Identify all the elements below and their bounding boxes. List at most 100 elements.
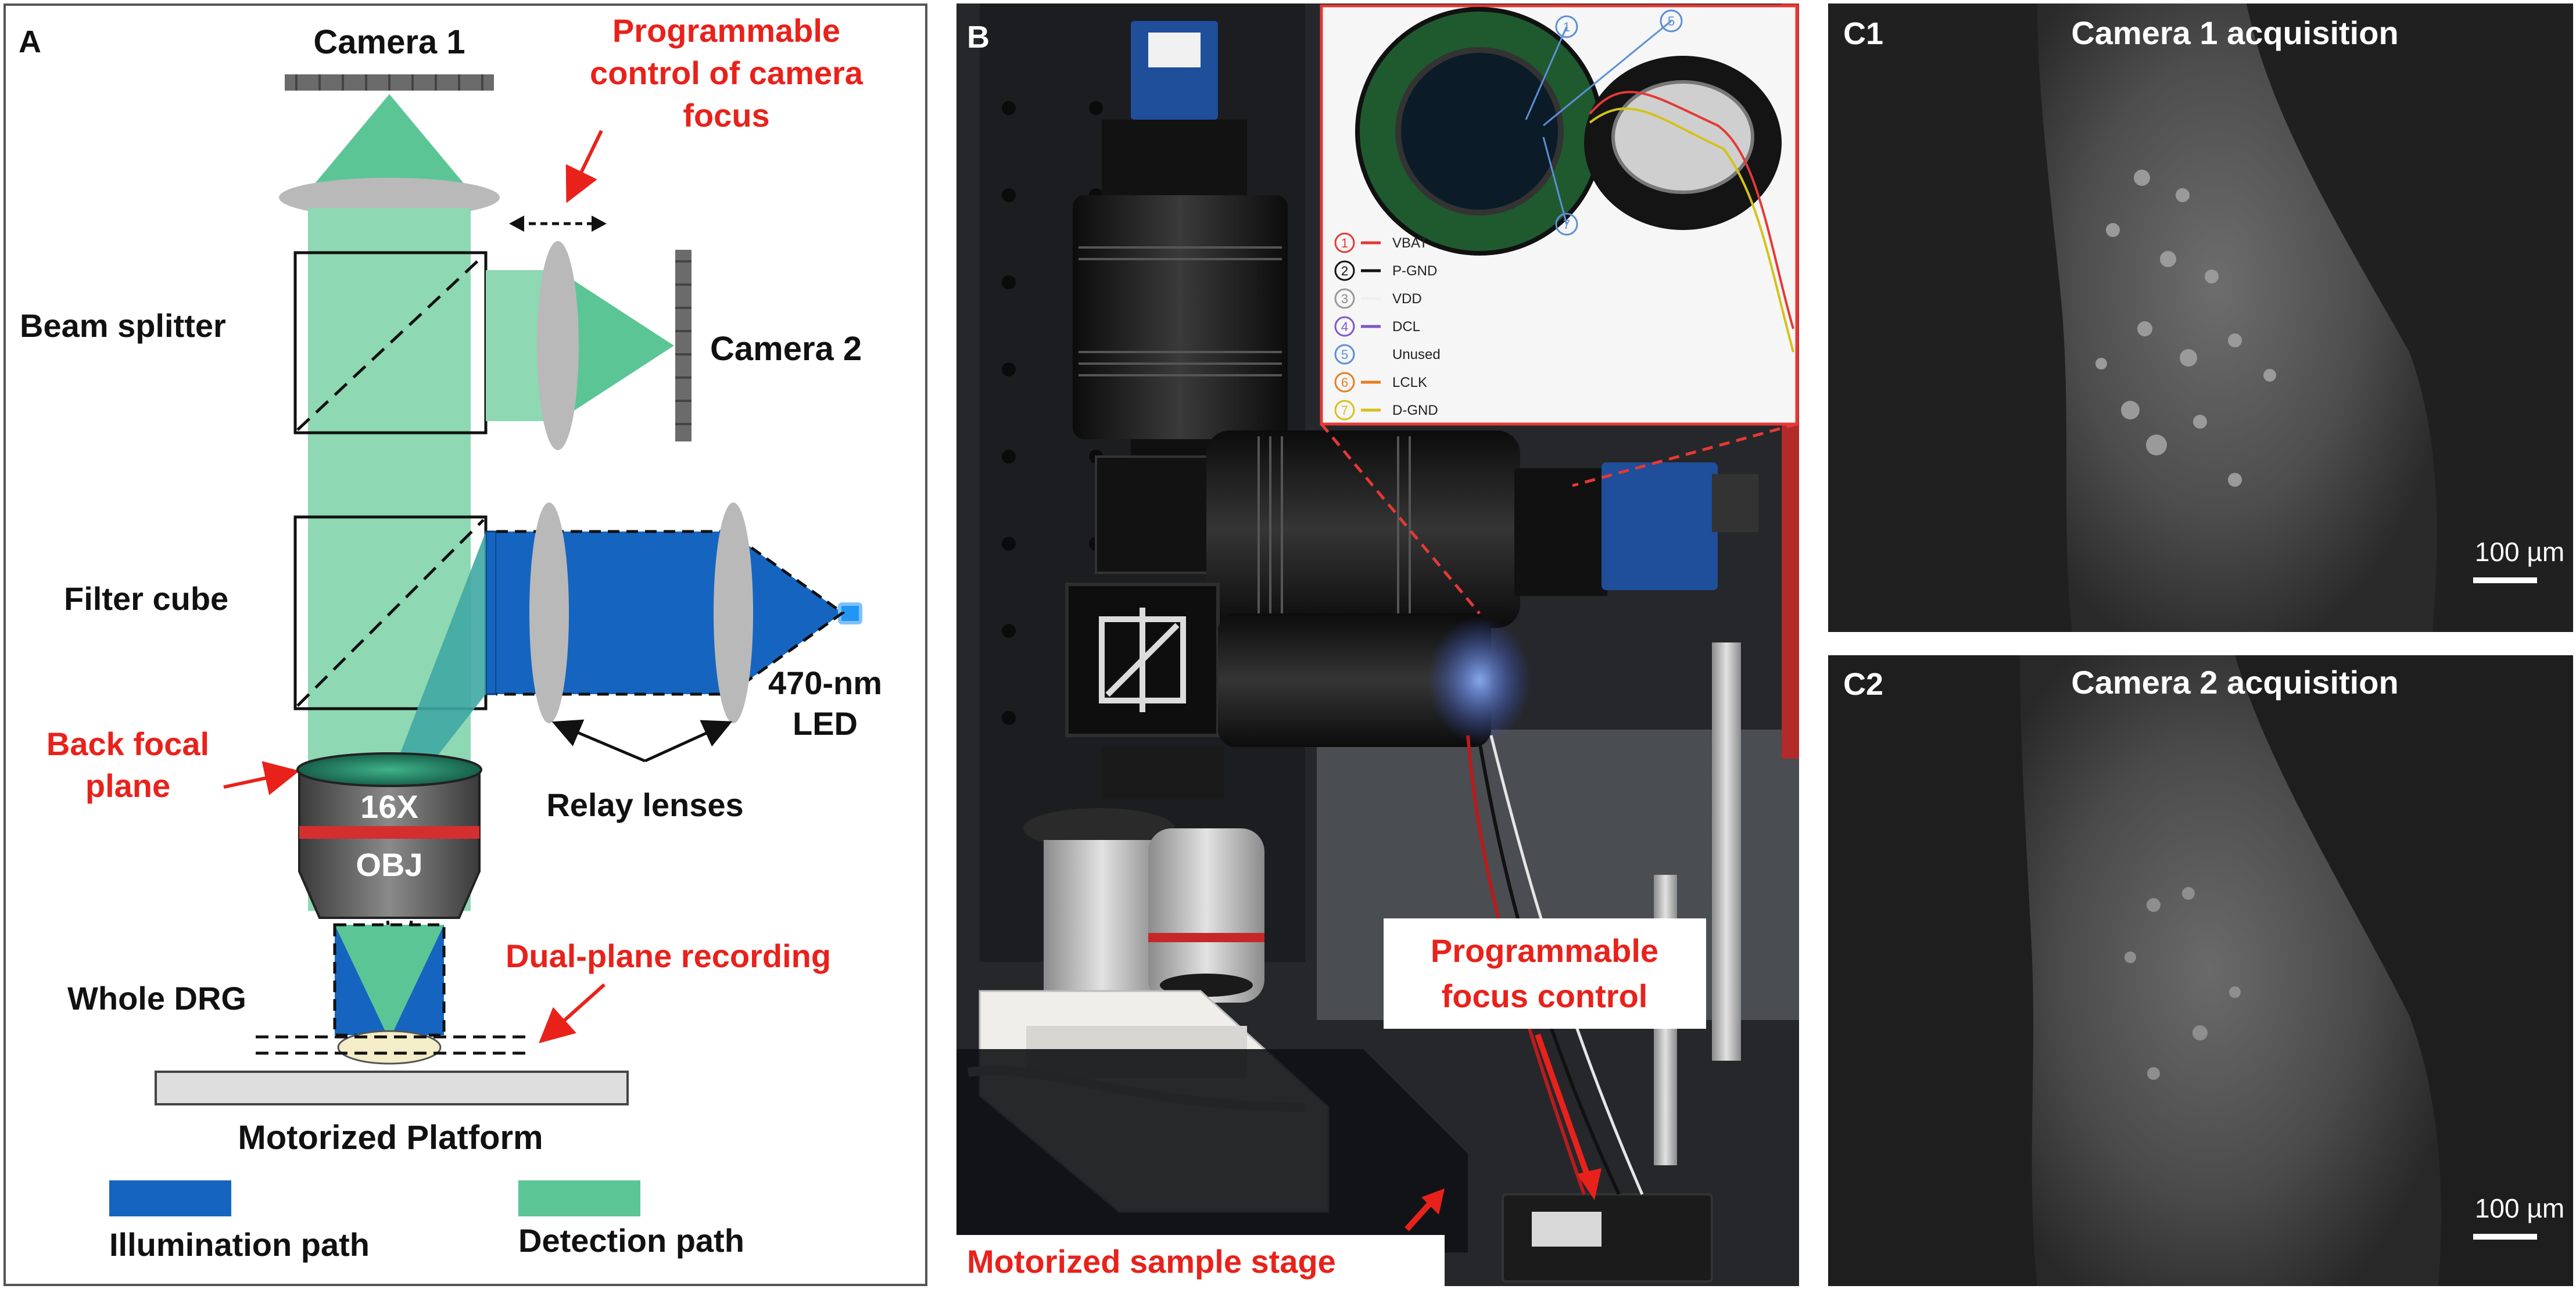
inset-callout-lines [1525,20,1672,225]
camera1-lens [1073,195,1288,439]
motorized-platform [155,1071,629,1105]
led-label-line2: LED [793,705,858,742]
pin-number-6: 6 [1341,375,1348,390]
pin-number-1: 1 [1341,236,1348,250]
camera2-body [1602,462,1718,590]
pin-number-3: 3 [1341,292,1348,306]
c1-scale-label: 100 µm [2475,537,2564,567]
legend-swatch-illumination [109,1180,231,1216]
camera1-sticker [1148,33,1201,67]
camera2-label: Camera 2 [710,330,862,368]
dual-plane-pointer [539,983,606,1044]
pin-circle-7 [1334,400,1355,421]
detection-from-sample [335,925,444,1040]
focus-control-label-line2: focus control [1442,978,1648,1014]
panel-letter-a: A [19,24,41,59]
post-right [1712,642,1741,1061]
drg-tissue-c1 [2037,3,2437,632]
platform-label: Motorized Platform [238,1119,543,1157]
beam-splitter-label: Beam splitter [20,307,226,344]
c2-scale-bar [2473,1234,2537,1240]
inset-callout-num-1: 1 [1563,20,1570,34]
pin-circle-3 [1334,288,1355,309]
detection-cone-camera2 [558,270,674,421]
panel-letter-c2: C2 [1843,667,1883,702]
illumination-outline [496,530,845,696]
objective-name-label: OBJ [356,846,422,883]
back-focal-plane [296,752,482,787]
camera2-focus-lens [537,241,579,450]
pin-name-4: DCL [1392,319,1420,335]
inset-callout-circle-5 [1660,9,1683,33]
drg-sample [337,1030,442,1065]
relay-tube [1218,613,1491,747]
pin-number-4: 4 [1341,319,1348,334]
legend-label-illumination: Illumination path [109,1226,370,1263]
relay-lens-2 [714,502,753,723]
beam-splitter-mirror [296,254,485,431]
setup-photo-svg: 1 5 7 1VBAT2P-GND3VDD4DCL5Unused6LCLK7D-… [956,3,1799,1286]
tube-lens [279,178,500,217]
legend-label-detection: Detection path [518,1222,744,1259]
camera2-sensor-ticks [675,260,692,425]
inset-callout-num-7: 7 [1563,217,1570,232]
stage-label: Motorized sample stage [967,1243,1336,1280]
prog-focus-label-line1: Programmable [612,12,840,49]
inset-pointer-right [1572,422,1797,487]
neurons-c2 [2124,887,2241,1080]
c2-scale-label: 100 µm [2475,1193,2564,1223]
illumination-cone-led [729,532,843,694]
camera2-image-svg: C2 Camera 2 acquisition 100 µm [1828,655,2573,1286]
inset-callout-circle-1 [1555,15,1578,38]
objective-red-ring [299,826,479,839]
photo-beam-splitter [1095,455,1213,574]
prog-focus-pointer [565,130,603,203]
camera1-adapter [1102,120,1247,201]
objective-right [1148,828,1264,1003]
nosepiece [1102,747,1224,799]
camera2-lens [1206,430,1520,628]
prog-focus-label-line2: control of camera [590,55,864,91]
c2-title: Camera 2 acquisition [2071,664,2398,701]
led-glow [1427,616,1532,744]
motorized-stage [956,1049,1468,1252]
camera1-sensor-ticks [295,74,483,91]
neurons-c1 [2095,170,2276,487]
focus-control-label-line1: Programmable [1431,932,1658,969]
focus-control-label-box [1384,918,1706,1029]
back-focal-label-line2: plane [85,767,170,804]
panel-a-schematic: A Camera 1 Beam splitter [3,3,927,1286]
prog-focus-label-line3: focus [683,97,769,134]
camera1-label: Camera 1 [313,23,465,61]
relay-pointer-1 [551,719,646,763]
whole-drg-label: Whole DRG [67,980,246,1017]
camera2-mount [1514,468,1607,596]
inset-pointer-left [1320,423,1481,615]
relay-pointer-2 [644,720,733,763]
back-focal-pointer [223,761,300,795]
stage-label-box [956,1235,1445,1286]
pin-circle-1 [1334,232,1355,253]
pin-name-7: D-GND [1392,403,1438,418]
led-label-line1: 470-nm [768,665,882,701]
objective-collar [1023,808,1174,849]
objective-mag-label: 16X [360,788,418,825]
camera1-lens-grip [1079,246,1282,376]
pin-number-2: 2 [1341,264,1348,278]
camera2-lens-grip [1257,436,1411,622]
camera2-connector [1712,474,1758,532]
pin-number-7: 7 [1341,403,1348,418]
pin-circle-5 [1334,344,1355,365]
excitation-filter [485,530,497,695]
inset-callout-circle-7 [1555,213,1578,236]
legend-swatch-detection [518,1180,640,1216]
filter-cube-symbol [1099,608,1186,712]
dual-plane-label: Dual-plane recording [506,938,831,974]
c1-scale-bar [2473,577,2537,583]
pin-number-5: 5 [1341,347,1348,362]
relay-lenses-label: Relay lenses [546,787,743,823]
schematic-svg: A Camera 1 Beam splitter [19,12,882,1263]
illumination-reflection [393,532,486,773]
